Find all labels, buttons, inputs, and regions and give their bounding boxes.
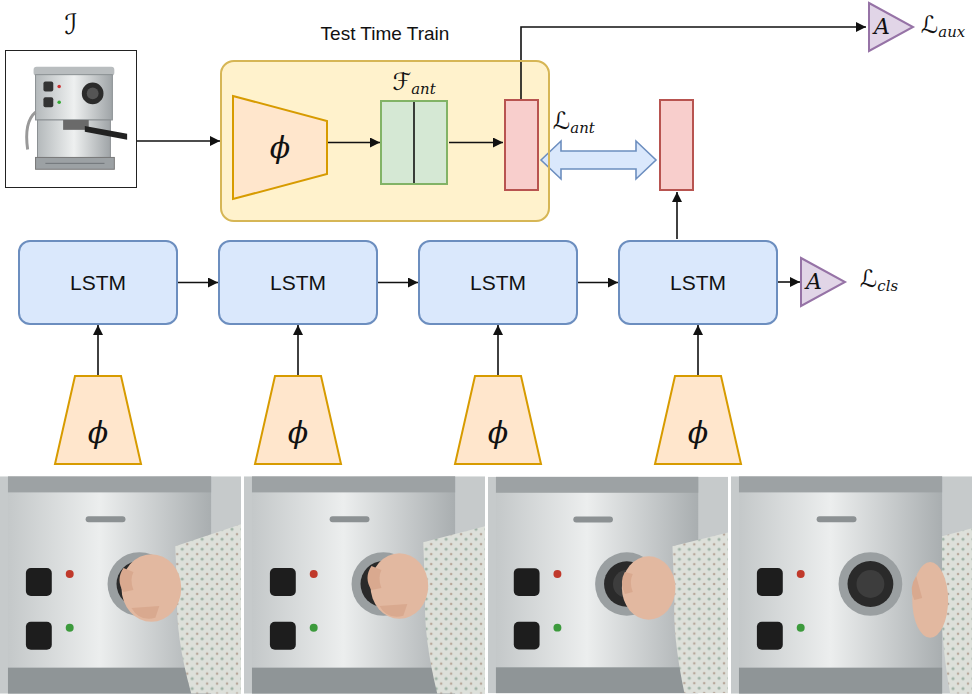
video-frame (0, 476, 241, 693)
node-label: LSTM (70, 271, 126, 294)
node-heading: ℱant (392, 69, 435, 95)
lstm-box: LSTM (218, 240, 378, 325)
node-label: A (806, 270, 822, 294)
video-frames (0, 476, 972, 694)
node-heading: ℐ (64, 10, 77, 41)
node-label: ϕ (88, 416, 108, 449)
test-time-fill (220, 60, 550, 222)
node-shape (382, 102, 446, 183)
video-frame (244, 476, 485, 693)
node-label: LSTM (470, 271, 526, 294)
arrow-connector (778, 281, 800, 283)
anticipation-block: ℱant (380, 100, 448, 185)
loss-label: ℒcls (860, 266, 898, 292)
arrow-connector (297, 325, 299, 375)
node-label: A (874, 15, 890, 39)
arrow-connector (97, 325, 99, 375)
encoder-trapezoid: ϕ (254, 375, 342, 465)
video-frame (731, 476, 972, 693)
arrow (521, 27, 866, 99)
arrow-connector (137, 140, 220, 142)
arrow-connector (328, 142, 380, 144)
arrow-connector (578, 282, 618, 284)
node-label: ϕ (688, 416, 708, 449)
double-arrow (541, 141, 656, 179)
node-label: LSTM (270, 271, 326, 294)
classifier-triangle: A (800, 257, 846, 307)
loss-label: ℒant (553, 108, 595, 134)
encoder-trapezoid: ϕ (654, 375, 742, 465)
node-label: ϕ (288, 416, 308, 449)
encoder-trapezoid: ϕ (454, 375, 542, 465)
arrow (676, 192, 678, 239)
lstm-box: LSTM (618, 240, 778, 325)
video-frame (488, 477, 728, 693)
node-label: LSTM (670, 271, 726, 294)
arrow-connector (497, 325, 499, 375)
lstm-box: LSTM (418, 240, 578, 325)
feature-vector (505, 100, 538, 190)
arrow-connector (697, 325, 699, 375)
encoder-trapezoid: ϕ (54, 375, 142, 465)
node-label: ϕ (488, 416, 508, 449)
lstm-box: LSTM (18, 240, 178, 325)
encoder-trapezoid: ϕ (232, 95, 328, 200)
arrow (449, 142, 503, 144)
loss-label: ℒaux (921, 12, 965, 38)
node-label: ϕ (270, 131, 290, 164)
arrow-connector (178, 282, 218, 284)
input-image: ℐ (5, 50, 137, 188)
node-heading: Test Time Train (321, 24, 450, 45)
test-time-box: Test Time Trainϕℱant (220, 60, 550, 222)
classifier-triangle: A (868, 2, 914, 52)
feature-vector (660, 100, 693, 190)
arrow-connector (378, 282, 418, 284)
node-shape (6, 51, 136, 187)
